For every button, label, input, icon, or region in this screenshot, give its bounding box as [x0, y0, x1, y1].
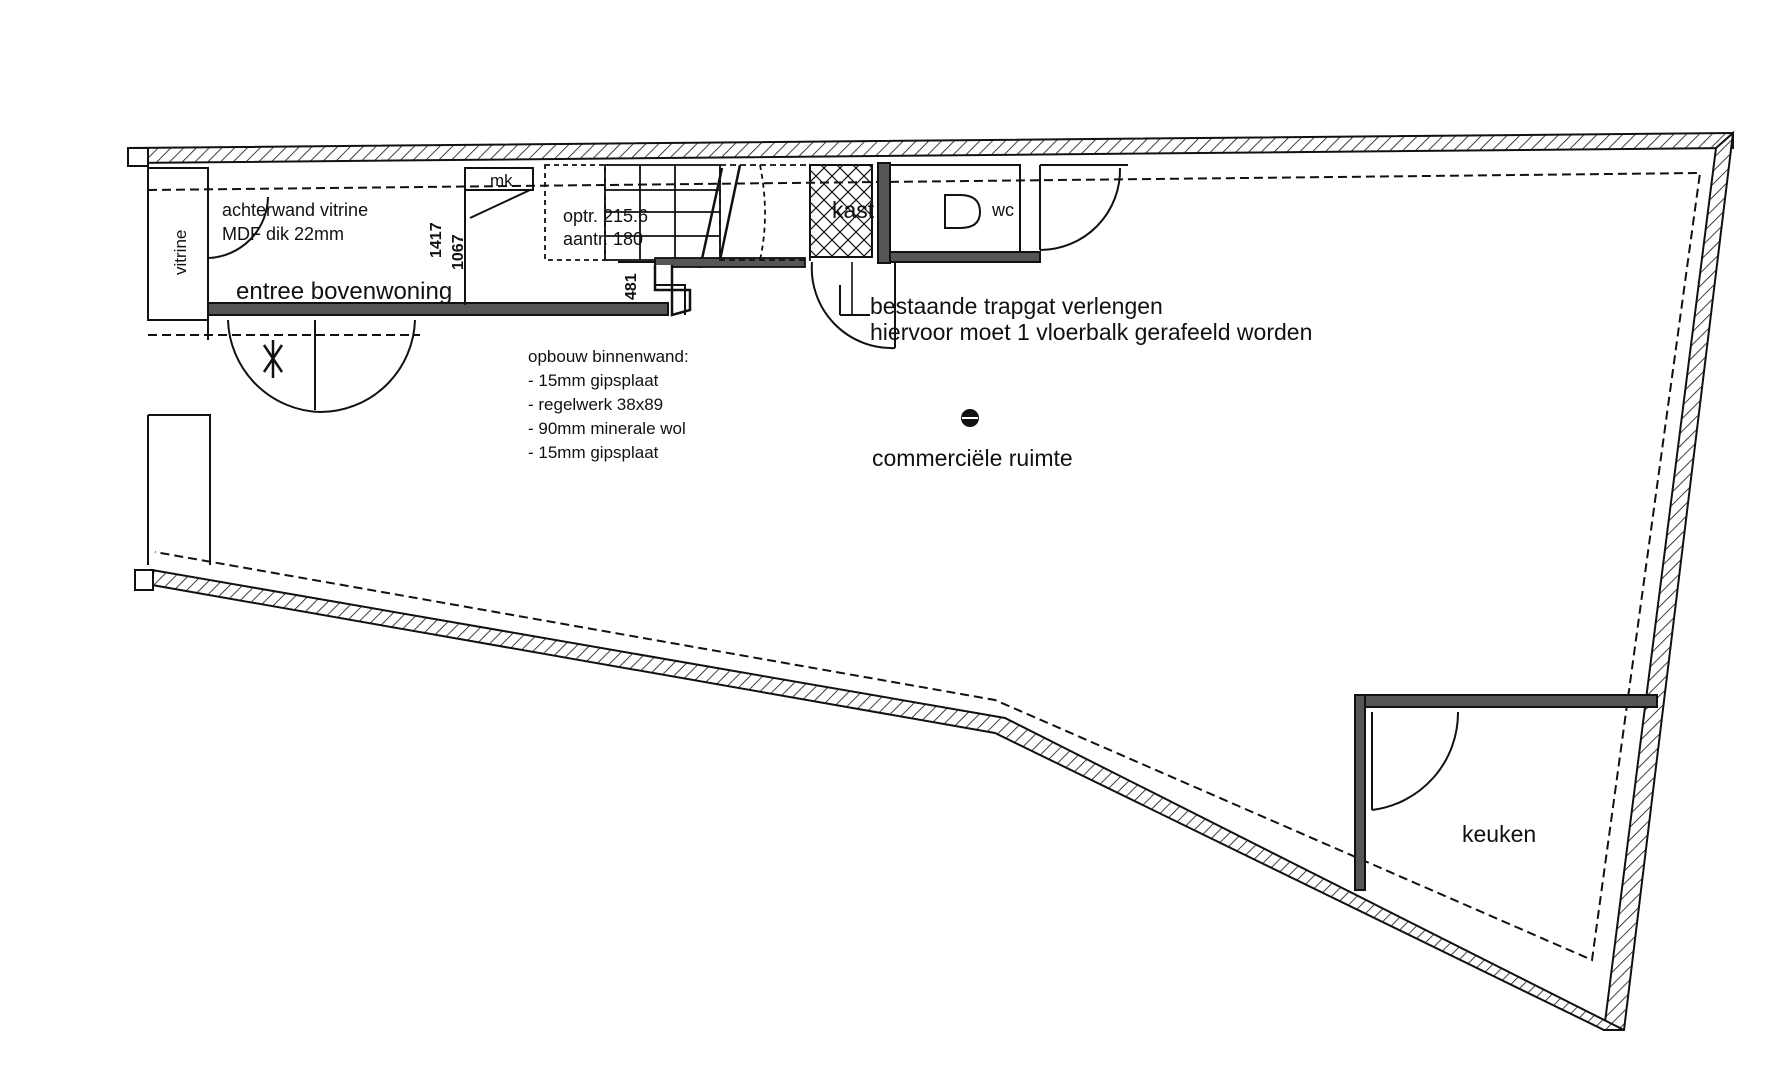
wall-note-item: - 15mm gipsplaat	[528, 443, 659, 462]
wall-note-item: - 90mm minerale wol	[528, 419, 686, 438]
exterior-walls	[127, 130, 1735, 1031]
stepped-wall-outline	[618, 261, 686, 315]
insulation-dashed-line	[147, 171, 1702, 962]
kast-cupboard	[809, 162, 896, 350]
achterwand-line1: achterwand vitrine	[222, 200, 368, 220]
entree-label: entree bovenwoning	[236, 278, 452, 305]
top-wall	[127, 131, 1734, 165]
stair-riser-block	[719, 164, 811, 261]
entrance-area	[147, 167, 669, 565]
achterwand-line2: MDF dik 22mm	[222, 224, 344, 244]
wc-room	[889, 164, 1128, 263]
wall-end-bottom-left	[134, 569, 154, 591]
wall-note-item: - 15mm gipsplaat	[528, 371, 659, 390]
keuken-left-wall	[1354, 694, 1366, 891]
wall-notes: opbouw binnenwand: - 15mm gipsplaat - re…	[528, 347, 689, 462]
trapgat-line2: hiervoor moet 1 vloerbalk gerafeeld word…	[870, 319, 1312, 345]
stair-block-left	[544, 164, 606, 261]
right-wall	[1602, 130, 1735, 1031]
mk-label: mk	[490, 171, 513, 190]
corridor-wall	[207, 302, 669, 316]
keuken-label: keuken	[1462, 821, 1536, 847]
optr-label: optr. 215.6	[563, 206, 648, 226]
kast-label: kast	[832, 197, 875, 223]
dimension-1067: 1067	[450, 234, 467, 270]
x-marker-icon	[262, 340, 284, 378]
wall-note-item: - regelwerk 38x89	[528, 395, 663, 414]
wc-bottom-wall	[889, 251, 1041, 263]
commercial-room-label: commerciële ruimte	[872, 445, 1073, 471]
dimension-1417: 1417	[428, 222, 445, 258]
keuken-top-wall	[1354, 694, 1658, 708]
mk-closet	[464, 167, 534, 305]
keuken-room	[1354, 694, 1658, 891]
vitrine-label: vitrine	[171, 230, 190, 275]
wall-notes-title: opbouw binnenwand:	[528, 347, 689, 366]
toilet-icon	[944, 194, 982, 229]
aantr-label: aantr. 180	[563, 229, 643, 249]
wall-end-top-left	[127, 147, 149, 167]
wc-label: wc	[991, 200, 1014, 220]
trapgat-leader-line	[851, 262, 870, 316]
dimension-481: 481	[623, 273, 640, 300]
trapgat-line1: bestaande trapgat verlengen	[870, 293, 1163, 319]
staircase	[544, 164, 811, 269]
